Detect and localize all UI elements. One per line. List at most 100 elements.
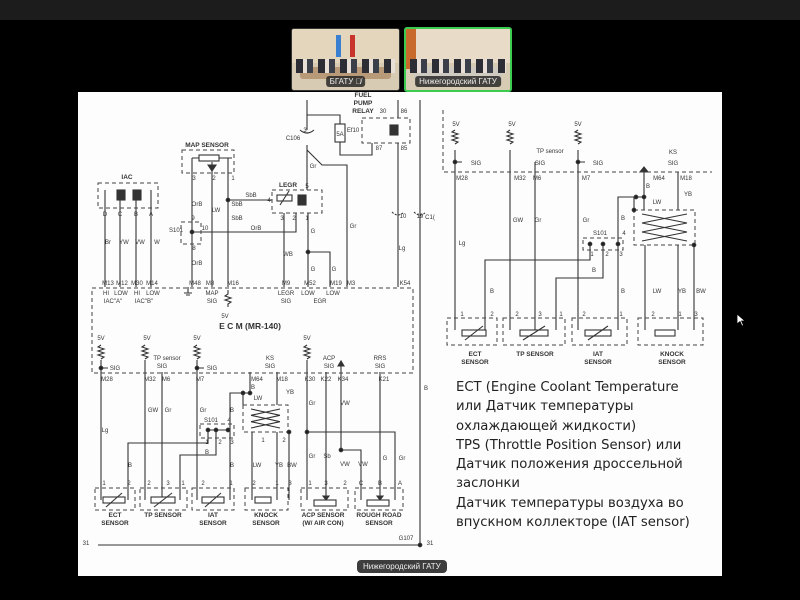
diagram-label: 3 [230,440,234,446]
diagram-label: A [398,481,402,487]
diagram-label: VW [135,240,145,246]
junction-dot [587,241,593,247]
diagram-label: M12 [116,281,128,287]
diagram-label: SIG [593,161,604,167]
diagram-label: 1 [460,312,464,318]
diagram-label: B [230,463,234,469]
diagram-label: 2 [582,312,586,318]
diagram-label: 2 [147,481,151,487]
junction-dot [633,194,639,200]
diagram-label: 3 [538,312,542,318]
diagram-label: ACP SENSOR [302,512,345,519]
diagram-label: KS [266,356,274,362]
diagram-label: G [311,229,316,235]
diagram-label: SENSOR [461,359,489,366]
diagram-label: 1 [205,440,209,446]
diagram-label: 4 [227,418,231,424]
diagram-label: IAC [121,174,133,181]
diagram-label: MAP SENSOR [185,142,229,149]
diagram-label: LOW [114,291,128,297]
slide-text-line: заслонки [456,476,520,492]
diagram-label: B [128,463,132,469]
diagram-label: SbB [231,216,242,222]
diagram-label: 3 [288,481,292,487]
pullup-resistor-icon [192,344,202,360]
diagram-label: Gr [583,218,590,224]
diagram-label: 2 [515,312,519,318]
diagram-label: FUEL [355,92,372,99]
slide-text-line: TPS (Throttle Position Sensor) или [456,437,682,453]
pullup-resistor-icon [505,129,515,145]
diagram-label: HI [103,291,109,297]
diagram-label: BW [287,463,297,469]
diagram-label: YB [678,289,686,295]
diagram-label: M9 [282,281,291,287]
diagram-label: 5V [97,336,104,342]
diagram-label: B [592,268,596,274]
diagram-label: Sb [323,454,331,460]
diagram-label: Lg [102,428,109,434]
diagram-label: SbB [231,202,242,208]
diagram-label: 5V [221,314,228,320]
diagram-label: BW [696,289,706,295]
participant-tile[interactable]: БГАТУ 🎙̸ [291,28,400,91]
diagram-label: 9 [191,216,195,222]
diagram-label: 2 [292,216,296,222]
flag-image [350,35,355,57]
diagram-label: K34 [338,377,349,383]
video-feed [292,29,399,63]
flag-image [336,35,341,57]
diagram-label: 1 [308,481,312,487]
diagram-label: G [383,456,388,462]
diagram-label: VW [340,401,350,407]
variable-arrow-icon [105,492,123,508]
resistor-icon [654,329,676,337]
diagram-label: SENSOR [101,520,129,527]
video-feed-curtain [406,29,416,69]
variable-arrow-icon [279,190,290,206]
diagram-label: 1 [619,312,623,318]
diagram-label: M7 [582,176,591,182]
diagram-label: SENSOR [658,359,686,366]
diagram-label: OrB [192,202,203,208]
diagram-label: B [621,216,625,222]
resistor-icon [254,496,272,504]
diagram-label: 3 [166,481,170,487]
diagram-label: LOW [326,291,340,297]
pullup-resistor-icon [302,344,312,360]
diagram-label: EGR [313,299,327,305]
diagram-label: 85 [401,146,408,152]
diagram-label: 1 [559,312,563,318]
diagram-label: 8 [192,246,196,252]
components [96,123,697,548]
diagram-label: YB [286,390,294,396]
junction-dot [304,429,310,435]
diagram-label: 2 [605,252,609,258]
participant-tile-active[interactable]: Нижегородский ГАТУ [404,27,512,92]
diagram-label: SIG [324,364,335,370]
diagram-label: C [118,212,123,218]
diagram-label: Lg [399,246,406,252]
diagram-label: 5V [508,122,515,128]
diagram-label: 87 [376,146,383,152]
junction-dot [247,390,253,396]
diagram-label: TP sensor [153,356,180,362]
diagram-label: LEGR [279,182,297,189]
diagram-label: Gr [165,408,172,414]
diagram-label: 1 [229,481,233,487]
diagram-label: 2 [201,481,205,487]
diagram-label: M48 [189,281,201,287]
wires [98,100,695,546]
diagram-label: LEGR [278,291,295,297]
diagram-label: K54 [400,281,411,287]
junction-dot [631,207,637,213]
diagram-label: 86 [401,109,408,115]
diagram-label: SENSOR [199,520,227,527]
diagram-label: IAT [208,512,218,519]
diagram-label: G107 [399,536,414,542]
diagram-label: M14 [146,281,158,287]
diagram-label: B [378,481,382,487]
junction-dot [575,159,581,165]
diagram-label: Gr [310,164,317,170]
